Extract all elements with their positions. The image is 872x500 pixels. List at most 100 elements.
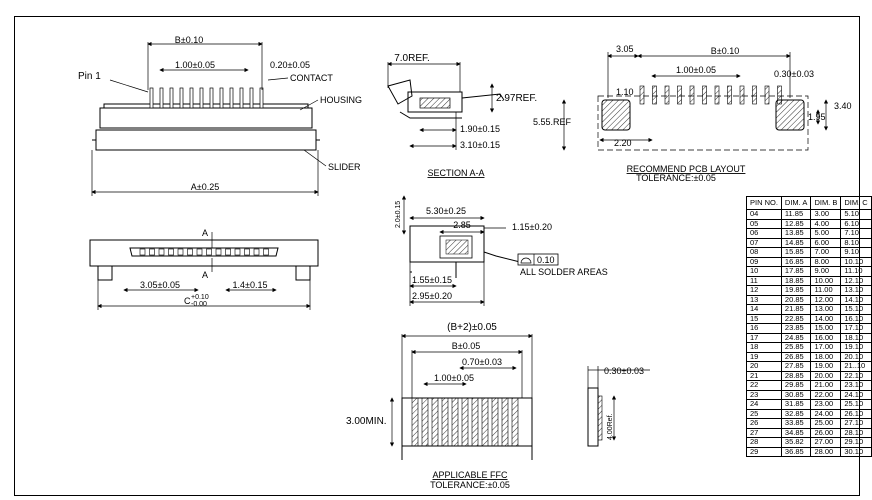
table-cell: 23.10: [840, 380, 872, 391]
table-cell: 29.85: [780, 380, 812, 391]
front-pin: [158, 248, 165, 256]
front-pin: [253, 248, 260, 256]
front-pin: [206, 248, 212, 256]
ffc-lead: [441, 397, 449, 447]
ffc-lead: [481, 397, 489, 447]
table-cell: 13.10: [840, 285, 872, 296]
table-cell: 25.00: [810, 418, 842, 429]
col-dim-c: DIM. C: [840, 196, 872, 210]
front-c-tol-minus: -0.00: [191, 301, 207, 308]
table-cell: 19.85: [780, 285, 812, 296]
ffc-lead: [431, 397, 439, 447]
front-pin: [168, 248, 174, 256]
table-cell: 26: [746, 418, 782, 429]
table-cell: 23.00: [810, 399, 842, 410]
front-pin: [187, 248, 193, 256]
ffc-title: APPLICABLE FFC: [432, 470, 508, 480]
front-pin: [149, 248, 155, 256]
table-cell: 7.00: [810, 247, 842, 258]
solder-note: ALL SOLDER AREAS: [520, 267, 608, 277]
contact-pin: [179, 87, 184, 109]
section-dim-310: 3.10±0.15: [460, 140, 500, 150]
flatness-value: 0.10: [537, 255, 555, 265]
table-cell: 35.82: [780, 437, 812, 448]
pcb-pad: [739, 85, 745, 105]
table-cell: 29: [746, 446, 782, 457]
pcb-tolerance: TOLERANCE:±0.05: [636, 173, 716, 183]
pcb-dim-195: 1.95: [808, 112, 826, 122]
ffc-pitch: 1.00±0.05: [434, 373, 474, 383]
pcb-pad: [727, 85, 732, 105]
ffc-lead: [461, 397, 469, 447]
table-cell: 27.10: [840, 418, 872, 429]
table-cell: 17.10: [840, 323, 872, 334]
table-cell: 28.00: [810, 446, 842, 457]
ffc-lead: [491, 397, 499, 447]
table-cell: 10: [746, 266, 782, 277]
side-detail: 5.30±0.25 2.85 1.15±0.20 2.0±0.15 1.55±0…: [395, 195, 608, 306]
col-pin-no: PIN NO.: [746, 196, 782, 210]
top-pitch-dim: 1.00±0.05: [175, 60, 215, 70]
section-title: SECTION A-A: [427, 168, 484, 178]
section-ref-7: 7.0REF.: [394, 53, 430, 64]
ffc-lead: [411, 397, 419, 447]
table-cell: 14: [746, 304, 782, 315]
contact-pin: [239, 87, 244, 109]
table-cell: 24: [746, 399, 782, 410]
table-cell: 18: [746, 342, 782, 353]
table-cell: 27.85: [780, 361, 812, 372]
contact-pin: [209, 87, 214, 109]
table-cell: 22: [746, 380, 782, 391]
contact-pin: [219, 87, 224, 109]
section-mark-bottom: A: [202, 270, 208, 280]
contact-pin: [189, 87, 194, 109]
table-cell: 04: [746, 209, 782, 220]
table-cell: 15.00: [810, 323, 842, 334]
front-pin: [244, 248, 250, 256]
pcb-pad-width: 0.30±0.03: [774, 69, 814, 79]
pcb-title: RECOMMEND PCB LAYOUT: [627, 164, 746, 174]
side-dim-115: 1.15±0.20: [512, 222, 552, 232]
top-a-dim: A±0.25: [191, 182, 219, 192]
table-cell: 36.85: [780, 446, 812, 457]
contact-pin: [169, 87, 174, 109]
front-c-tol-plus: +0.10: [191, 294, 209, 301]
front-pin: [177, 248, 184, 256]
contact-pin: [259, 87, 264, 109]
pcb-ref-555: 5.55.REF: [533, 117, 572, 127]
top-contact-width: 0.20±0.05: [270, 60, 310, 70]
pcb-pad: [714, 85, 720, 105]
table-cell: 16: [746, 323, 782, 334]
contact-pin: [199, 87, 204, 109]
front-pin-row: [139, 248, 269, 256]
table-cell: 11.10: [840, 266, 872, 277]
table-cell: 06: [746, 228, 782, 239]
contact-pin: [229, 87, 234, 109]
pcb-pad: [664, 85, 670, 105]
table-cell: 3.00: [810, 209, 842, 220]
front-dim-305: 3.05±0.05: [140, 280, 180, 290]
table-cell: 9.10: [840, 247, 872, 258]
pcb-pad-row: [639, 85, 782, 105]
table-cell: 9.00: [810, 266, 842, 277]
ffc-side-view: 0.30±0.03 4.00Ref.: [587, 366, 650, 447]
contact-pin: [249, 87, 254, 109]
ffc-b-dim: B±0.05: [452, 341, 480, 351]
ffc-thickness: 0.30±0.03: [604, 366, 644, 376]
table-cell: 27.00: [810, 437, 842, 448]
pcb-dim-340: 3.40: [834, 101, 852, 111]
ffc-lead-row: [411, 397, 519, 447]
